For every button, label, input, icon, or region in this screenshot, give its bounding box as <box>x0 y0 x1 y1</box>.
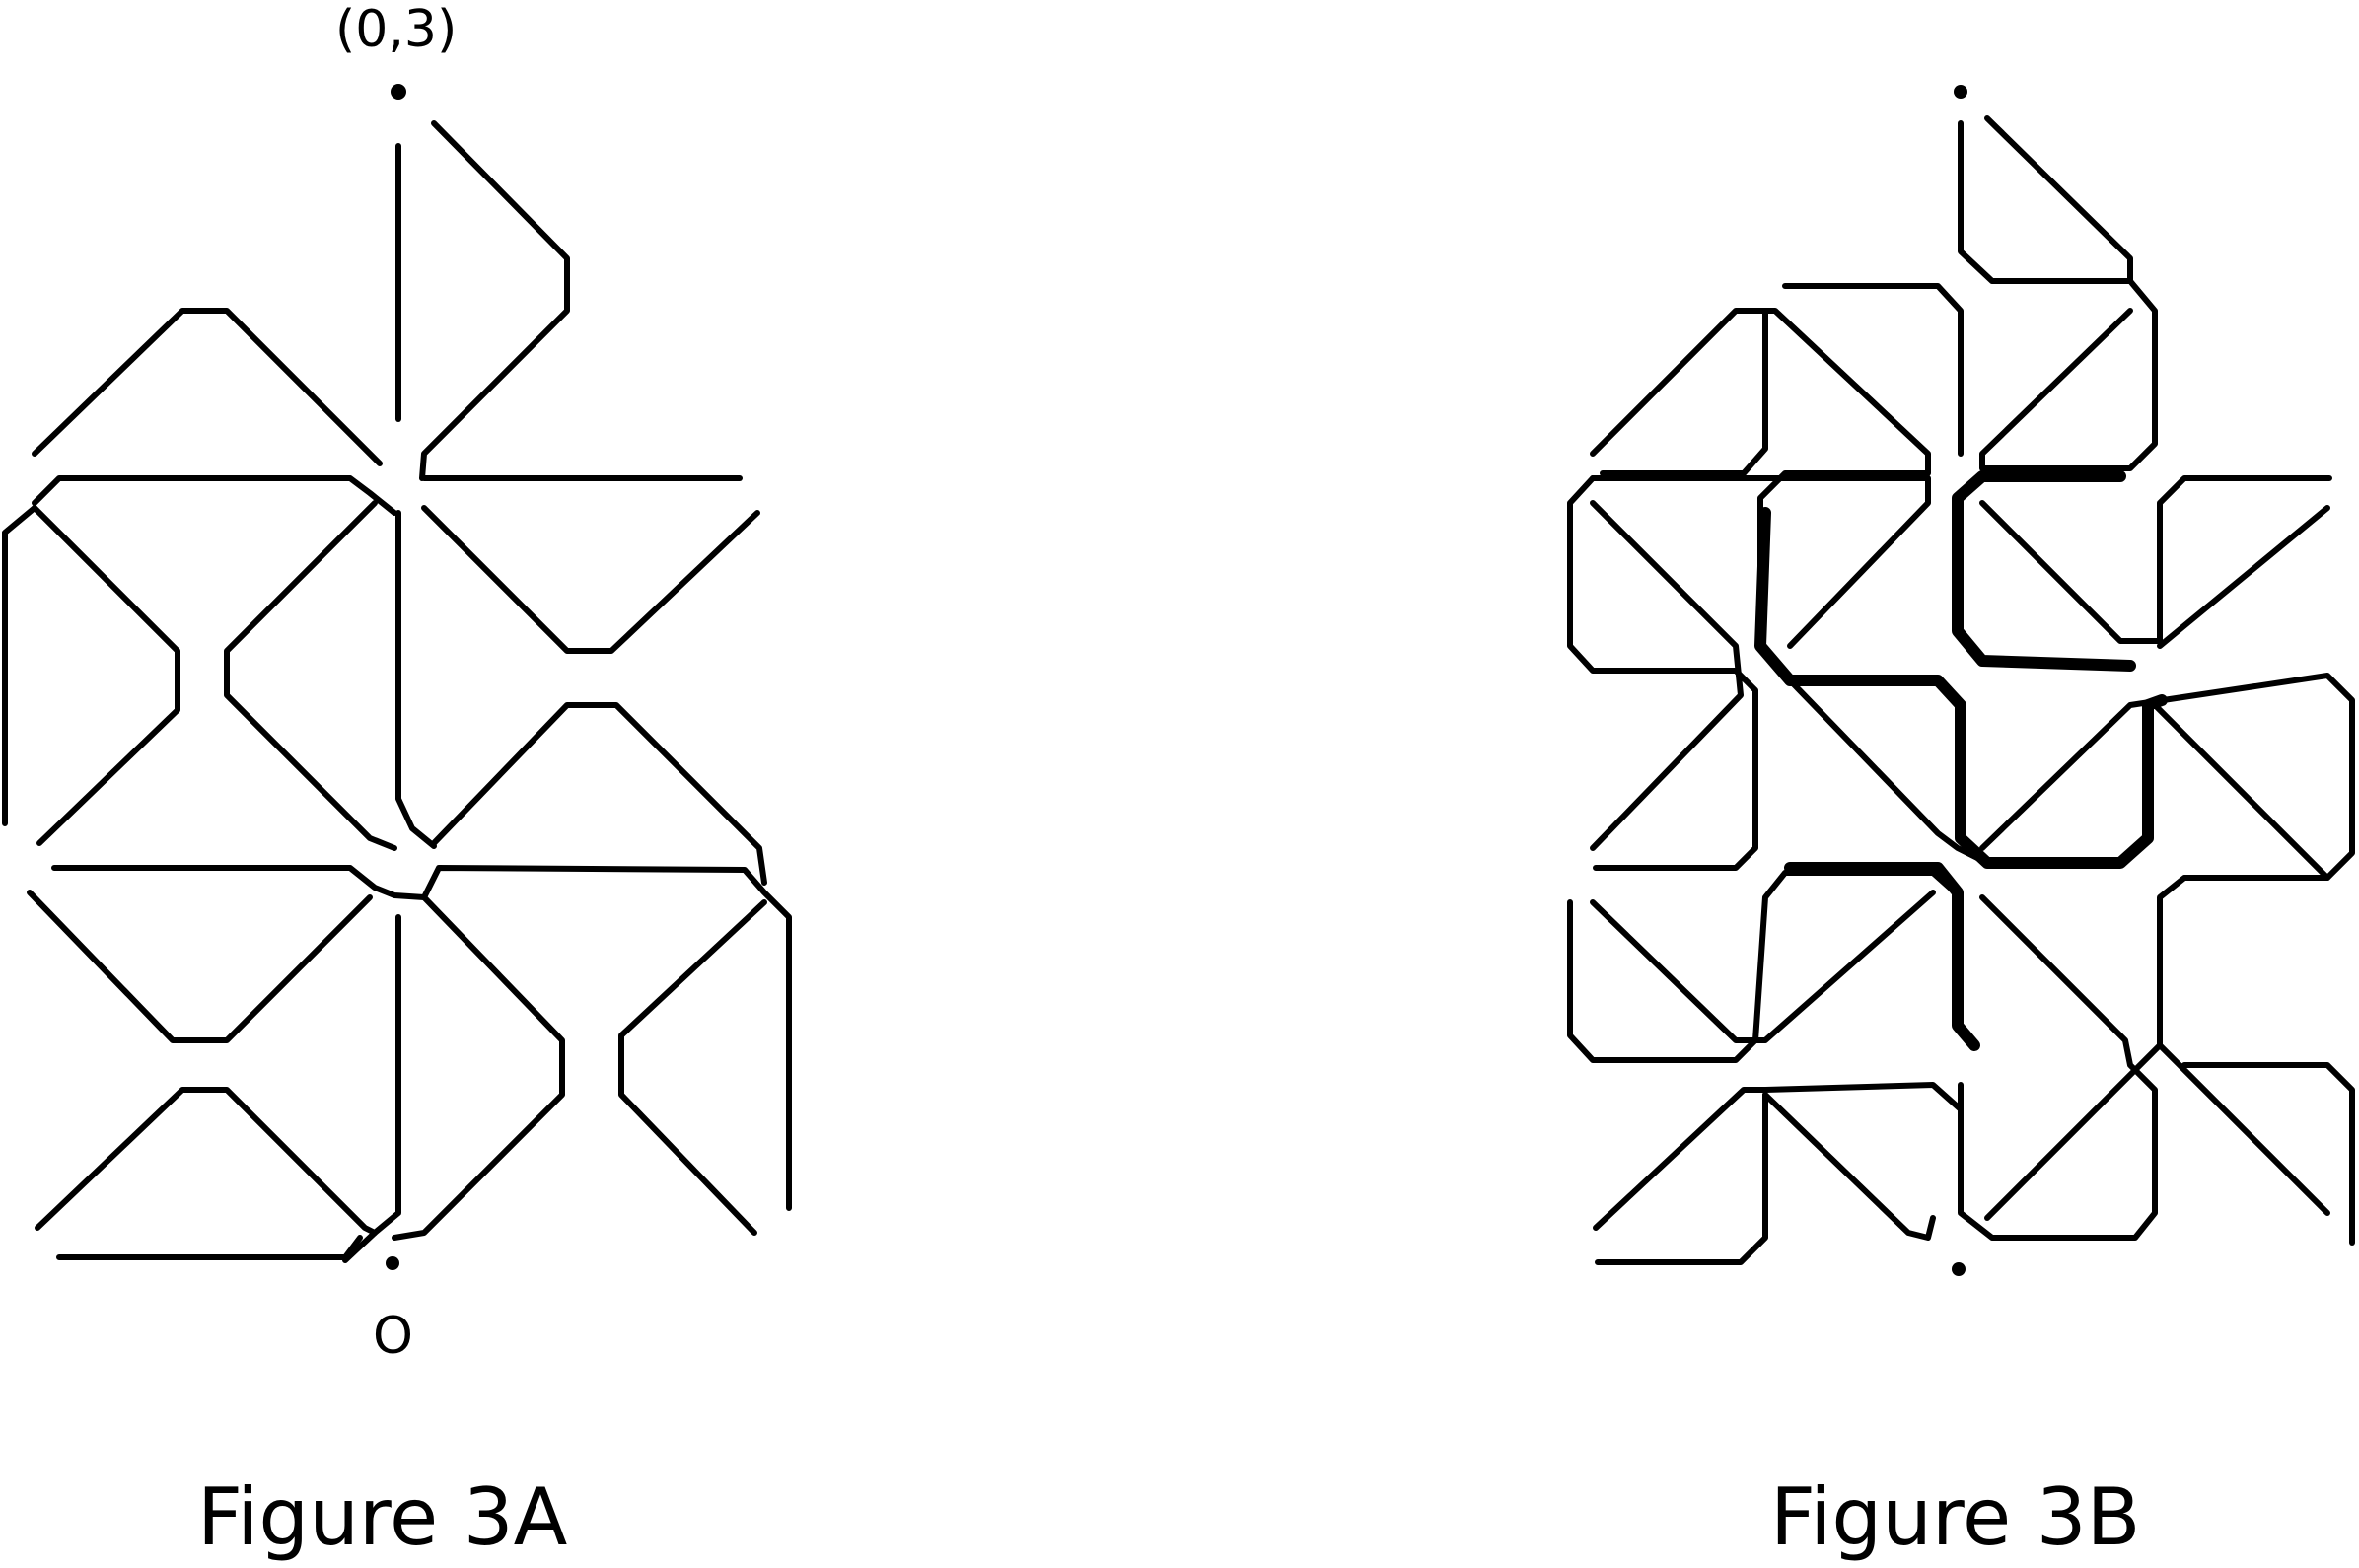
origin-label: O <box>373 1307 413 1366</box>
fig-a-curve-upper-arch <box>32 308 383 466</box>
fig-b-curve-r4-left-x <box>1593 1082 1964 1231</box>
fig-a-curve-top-hook <box>419 120 570 481</box>
fig-a-curve-left-wall <box>2 505 37 826</box>
point-0-3-label: (0,3) <box>335 0 458 59</box>
fig-a-curve-upper-bar <box>32 475 397 516</box>
fig-a-curve-mid-arch <box>431 702 767 886</box>
fig-b-bold-segment-upper <box>1952 470 2136 672</box>
fig-a-curve-bottom-bar <box>56 1235 363 1260</box>
fig-b-curve-r2-left-wall <box>1567 475 1758 871</box>
fig-b-curve-r2-right-v <box>2157 505 2330 649</box>
fig-b-curve-r1-arch <box>1782 283 1964 457</box>
fig-b-curve-top-hook <box>1958 115 2133 284</box>
fig-a-curve-left-x-upper <box>32 505 180 846</box>
fig-b-curve-r2-mid-arch <box>1979 673 2355 1216</box>
fig-b-highlighted-path <box>1754 470 2168 1051</box>
fig-a-curve-mid-left-v <box>27 890 373 1043</box>
fig-b-curve-r2-right-wing <box>2152 702 2330 881</box>
fig-a-curve-spine-lower <box>342 914 401 1263</box>
fig-b-curve-r3-left-x <box>1590 890 1936 1043</box>
fig-b-bottom-marker <box>1952 1262 1966 1276</box>
fig-b-curve-r3-mid <box>1984 1042 2163 1221</box>
fig-a-curve-right-v <box>421 505 760 654</box>
fig-b-top-marker <box>1954 85 1967 99</box>
fig-b-bold-segment-left <box>1754 507 2168 869</box>
origin-marker <box>386 1256 399 1270</box>
figure-3a-tile-pattern <box>2 84 792 1270</box>
figure-3a-caption: Figure 3A <box>197 1471 568 1563</box>
figure-3b-caption: Figure 3B <box>1770 1471 2141 1563</box>
fig-b-curve-r3-left-wall <box>1567 870 1964 1063</box>
fig-b-curve-r1-left <box>1590 475 1931 649</box>
fig-a-curve-mid-right-wing <box>618 899 767 1236</box>
fig-b-curve-r4-bottom-bar <box>1595 1092 1768 1265</box>
fig-b-curve-r3-right-x <box>1958 894 2158 1241</box>
fig-b-curve-r1-right <box>1979 278 2158 471</box>
point-0-3-marker <box>391 84 406 100</box>
fig-a-curve-spine-mid <box>395 510 437 849</box>
fig-b-curve-r2-left-x <box>1590 500 1744 851</box>
fig-a-curve-mid-bar <box>51 865 792 1211</box>
fig-b-curve-r2-right-x <box>1979 475 2332 644</box>
figure-3b-tile-pattern <box>1567 85 2355 1276</box>
fig-b-curve-r1-down <box>1600 308 1768 476</box>
fig-b-bold-segment-lower <box>1784 862 1980 1051</box>
fig-b-curve-r4-low-x <box>1762 1092 1936 1241</box>
fig-a-curve-low-arch <box>35 1087 378 1236</box>
fig-a-curve-center-x <box>224 500 397 851</box>
fig-a-curve-mid-right-x <box>392 894 565 1241</box>
